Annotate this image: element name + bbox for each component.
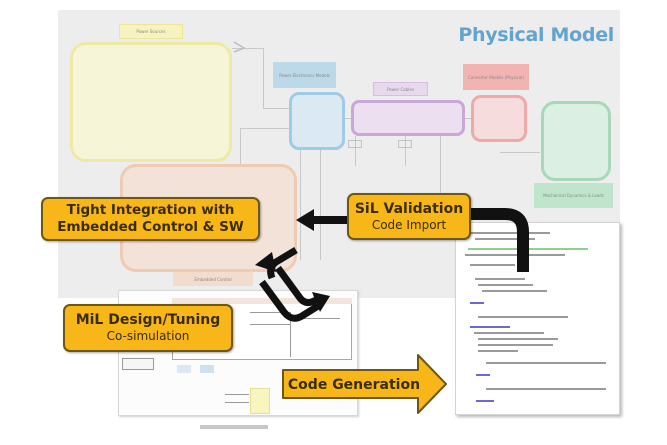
block-label-converter: Converter Models (Physical) [463, 64, 529, 90]
sim-block [177, 365, 191, 373]
arrowhead-icon [233, 41, 246, 53]
code-line [474, 332, 544, 334]
callout-title: SiL Validation [354, 200, 464, 217]
block-label-embedded-control: Embedded Control [173, 272, 253, 286]
callout-title: Code Generation [287, 376, 421, 393]
code-line [476, 400, 494, 402]
connector-glyph [398, 140, 412, 148]
wire [240, 128, 241, 168]
wire [465, 118, 471, 119]
code-line [475, 278, 525, 280]
block-power-sources [70, 42, 232, 162]
block-converter [471, 95, 527, 142]
code-line [478, 344, 553, 346]
code-line [486, 388, 606, 390]
sim-line [225, 402, 249, 403]
connector-glyph [348, 140, 362, 148]
wire [440, 136, 441, 196]
block-label-cables: Power Cables [373, 82, 428, 96]
sim-block [200, 365, 214, 373]
block-cables [351, 100, 465, 136]
callout-title: Embedded Control & SW [57, 219, 244, 235]
wire [345, 118, 351, 119]
wire [263, 108, 290, 109]
callout-sil-validation: SiL Validation Code Import [347, 193, 471, 240]
callout-subtitle: Co-simulation [106, 329, 190, 343]
code-line [468, 248, 588, 250]
callout-tight-integration: Tight Integration with Embedded Control … [41, 197, 260, 241]
sim-line [290, 312, 291, 357]
sim-block-yellow [250, 388, 270, 414]
code-line [470, 326, 510, 328]
block-label-mechanical: Mechanical Dynamics & Loads [534, 183, 613, 208]
code-line [478, 338, 558, 340]
sim-line [300, 318, 340, 319]
code-line [486, 362, 606, 364]
sim-caption [200, 425, 268, 429]
callout-title: Tight Integration with [66, 202, 235, 218]
physical-model-title: Physical Model [458, 24, 614, 46]
code-line [475, 238, 535, 240]
wire [300, 150, 301, 260]
block-label-power-electronics: Power Electronics Models [273, 62, 336, 88]
callout-title: MiL Design/Tuning [75, 312, 221, 328]
code-line [470, 264, 515, 266]
wire [500, 152, 540, 153]
callout-mil-design: MiL Design/Tuning Co-simulation [63, 304, 233, 352]
wire [355, 136, 356, 166]
code-line [478, 350, 518, 352]
code-line [476, 374, 490, 376]
wire [232, 48, 264, 49]
code-listing-panel [455, 222, 620, 415]
callout-subtitle: Code Import [371, 217, 447, 232]
code-line [470, 232, 550, 234]
block-label-power: Power Sources [119, 24, 183, 39]
wire [405, 136, 406, 166]
code-line [470, 302, 484, 304]
block-power-electronics [289, 92, 345, 150]
wire [320, 150, 321, 260]
block-mechanical [541, 101, 611, 181]
sim-line [250, 312, 290, 313]
code-line [478, 316, 568, 318]
code-line [482, 290, 547, 292]
callout-code-generation: Code Generation [284, 370, 424, 399]
sim-block [122, 358, 154, 370]
wire [240, 128, 290, 129]
code-line [478, 284, 533, 286]
sim-line [250, 324, 290, 325]
code-line [465, 254, 565, 256]
sim-line [225, 394, 249, 395]
code-generation-arrow [282, 354, 447, 414]
wire [263, 48, 264, 108]
